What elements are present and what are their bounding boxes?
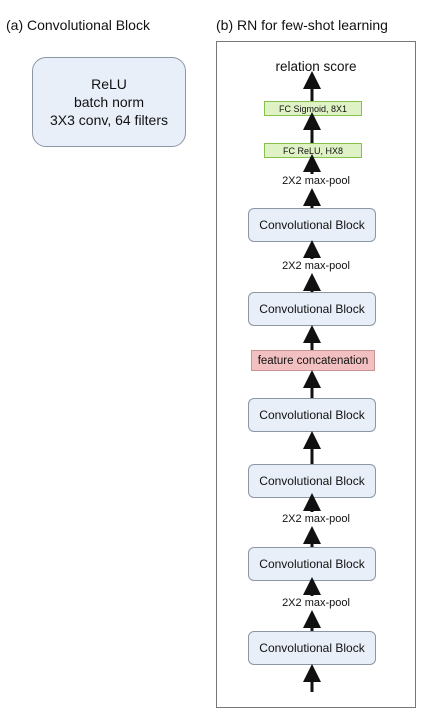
batch-norm-layer-label: batch norm [73, 94, 145, 110]
max-pool-label: 2X2 max-pool [282, 597, 350, 609]
conv-layer-label: 3X3 conv, 64 filters [49, 112, 169, 128]
convolutional-block-2: Convolutional Block [248, 292, 376, 326]
max-pool-label: 2X2 max-pool [282, 175, 350, 187]
max-pool-label: 2X2 max-pool [282, 260, 350, 272]
rn-network-panel [216, 41, 416, 708]
convolutional-block-3: Convolutional Block [248, 398, 376, 432]
convolutional-block-1: Convolutional Block [248, 208, 376, 242]
convolutional-block-detail: ReLU batch norm 3X3 conv, 64 filters [32, 57, 186, 147]
convolutional-block-5: Convolutional Block [248, 547, 376, 581]
panel-a-title: (a) Convolutional Block [6, 17, 150, 33]
feature-concatenation-block: feature concatenation [251, 350, 375, 371]
max-pool-label: 2X2 max-pool [282, 513, 350, 525]
panel-b-title: (b) RN for few-shot learning [216, 17, 388, 33]
convolutional-block-6: Convolutional Block [248, 631, 376, 665]
relation-score-label: relation score [275, 59, 357, 74]
relu-layer-label: ReLU [91, 76, 127, 92]
